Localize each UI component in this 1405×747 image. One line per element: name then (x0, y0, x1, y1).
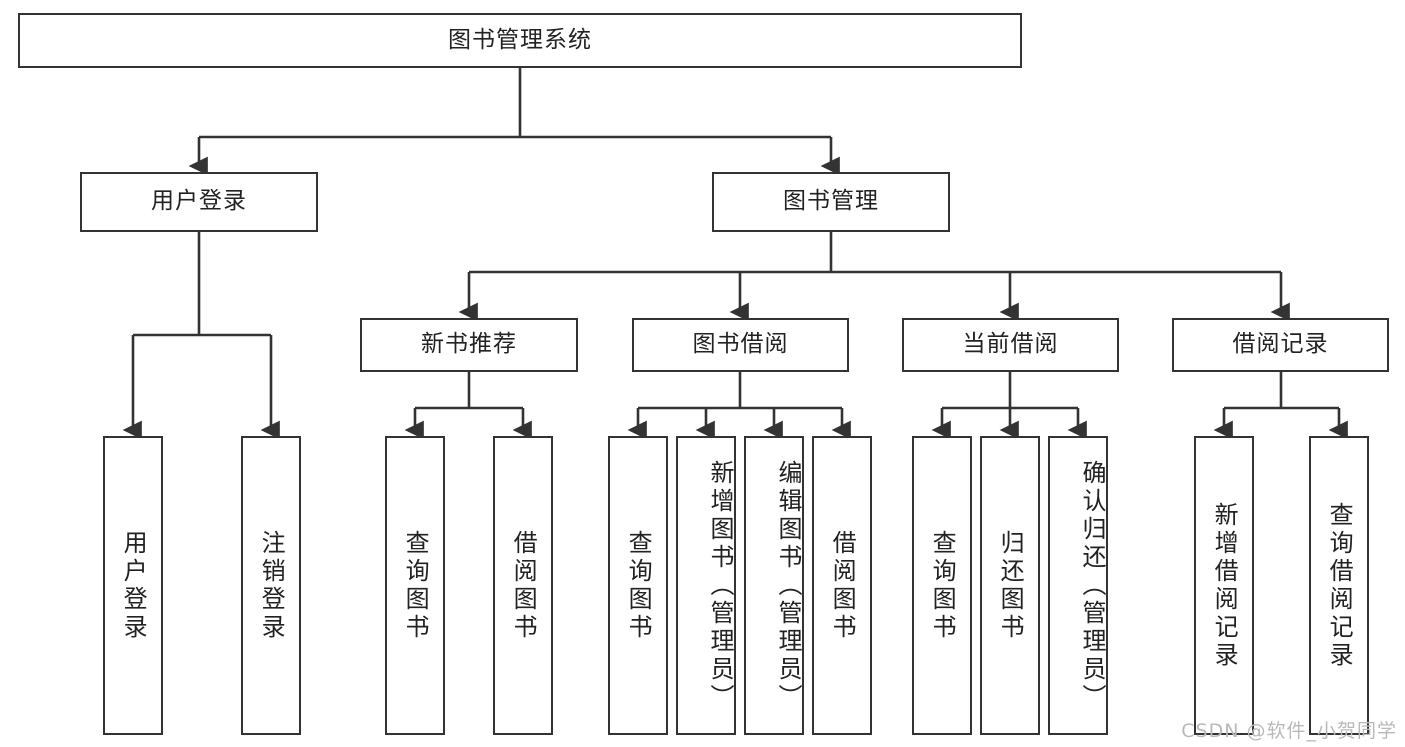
node-root-book-management-system[interactable]: 图书管理系统 (18, 13, 1022, 68)
node-label: 图书管理 (783, 188, 879, 215)
leaf-recommend-borrow-book[interactable]: 借阅图书 (493, 436, 553, 735)
leaf-current-return-book[interactable]: 归还图书 (980, 436, 1040, 735)
node-label: 查询图书 (928, 529, 957, 642)
node-label: 编辑图书（管理员） (774, 459, 802, 712)
leaf-borrow-query-book[interactable]: 查询图书 (608, 436, 668, 735)
node-label: 注销登录 (257, 529, 286, 642)
node-label: 归还图书 (996, 529, 1025, 642)
node-label: 用户登录 (151, 188, 247, 215)
node-label: 用户登录 (119, 529, 148, 642)
node-label: 借阅记录 (1232, 331, 1329, 358)
leaf-record-add-record[interactable]: 新增借阅记录 (1194, 436, 1254, 735)
node-current-borrow[interactable]: 当前借阅 (902, 318, 1119, 372)
node-label: 确认归还（管理员） (1078, 459, 1106, 712)
node-new-book-recommend[interactable]: 新书推荐 (360, 318, 578, 372)
node-label: 新书推荐 (421, 331, 517, 358)
node-label: 借阅图书 (509, 529, 538, 642)
node-label: 借阅图书 (828, 529, 857, 642)
node-label: 新增图书（管理员） (706, 459, 734, 712)
leaf-borrow-borrow-book[interactable]: 借阅图书 (812, 436, 872, 735)
leaf-user-login-login[interactable]: 用户登录 (103, 436, 163, 735)
node-label: 查询图书 (401, 529, 430, 642)
node-book-management[interactable]: 图书管理 (712, 172, 950, 232)
node-label: 查询借阅记录 (1325, 501, 1354, 670)
leaf-user-login-logout[interactable]: 注销登录 (241, 436, 301, 735)
leaf-current-query-book[interactable]: 查询图书 (912, 436, 972, 735)
node-label: 图书管理系统 (448, 26, 592, 53)
node-book-borrow[interactable]: 图书借阅 (632, 318, 849, 372)
node-borrow-record[interactable]: 借阅记录 (1172, 318, 1389, 372)
leaf-borrow-edit-book-admin[interactable]: 编辑图书（管理员） (744, 436, 804, 735)
node-label: 查询图书 (624, 529, 653, 642)
leaf-borrow-add-book-admin[interactable]: 新增图书（管理员） (676, 436, 736, 735)
leaf-record-query-record[interactable]: 查询借阅记录 (1309, 436, 1369, 735)
node-label: 新增借阅记录 (1210, 501, 1239, 670)
leaf-recommend-query-book[interactable]: 查询图书 (385, 436, 445, 735)
watermark-text: CSDN @软件_小贺同学 (1181, 720, 1397, 742)
node-label: 当前借阅 (962, 331, 1059, 358)
node-user-login[interactable]: 用户登录 (80, 172, 318, 232)
leaf-current-confirm-return-admin[interactable]: 确认归还（管理员） (1048, 436, 1108, 735)
node-label: 图书借阅 (692, 331, 789, 358)
